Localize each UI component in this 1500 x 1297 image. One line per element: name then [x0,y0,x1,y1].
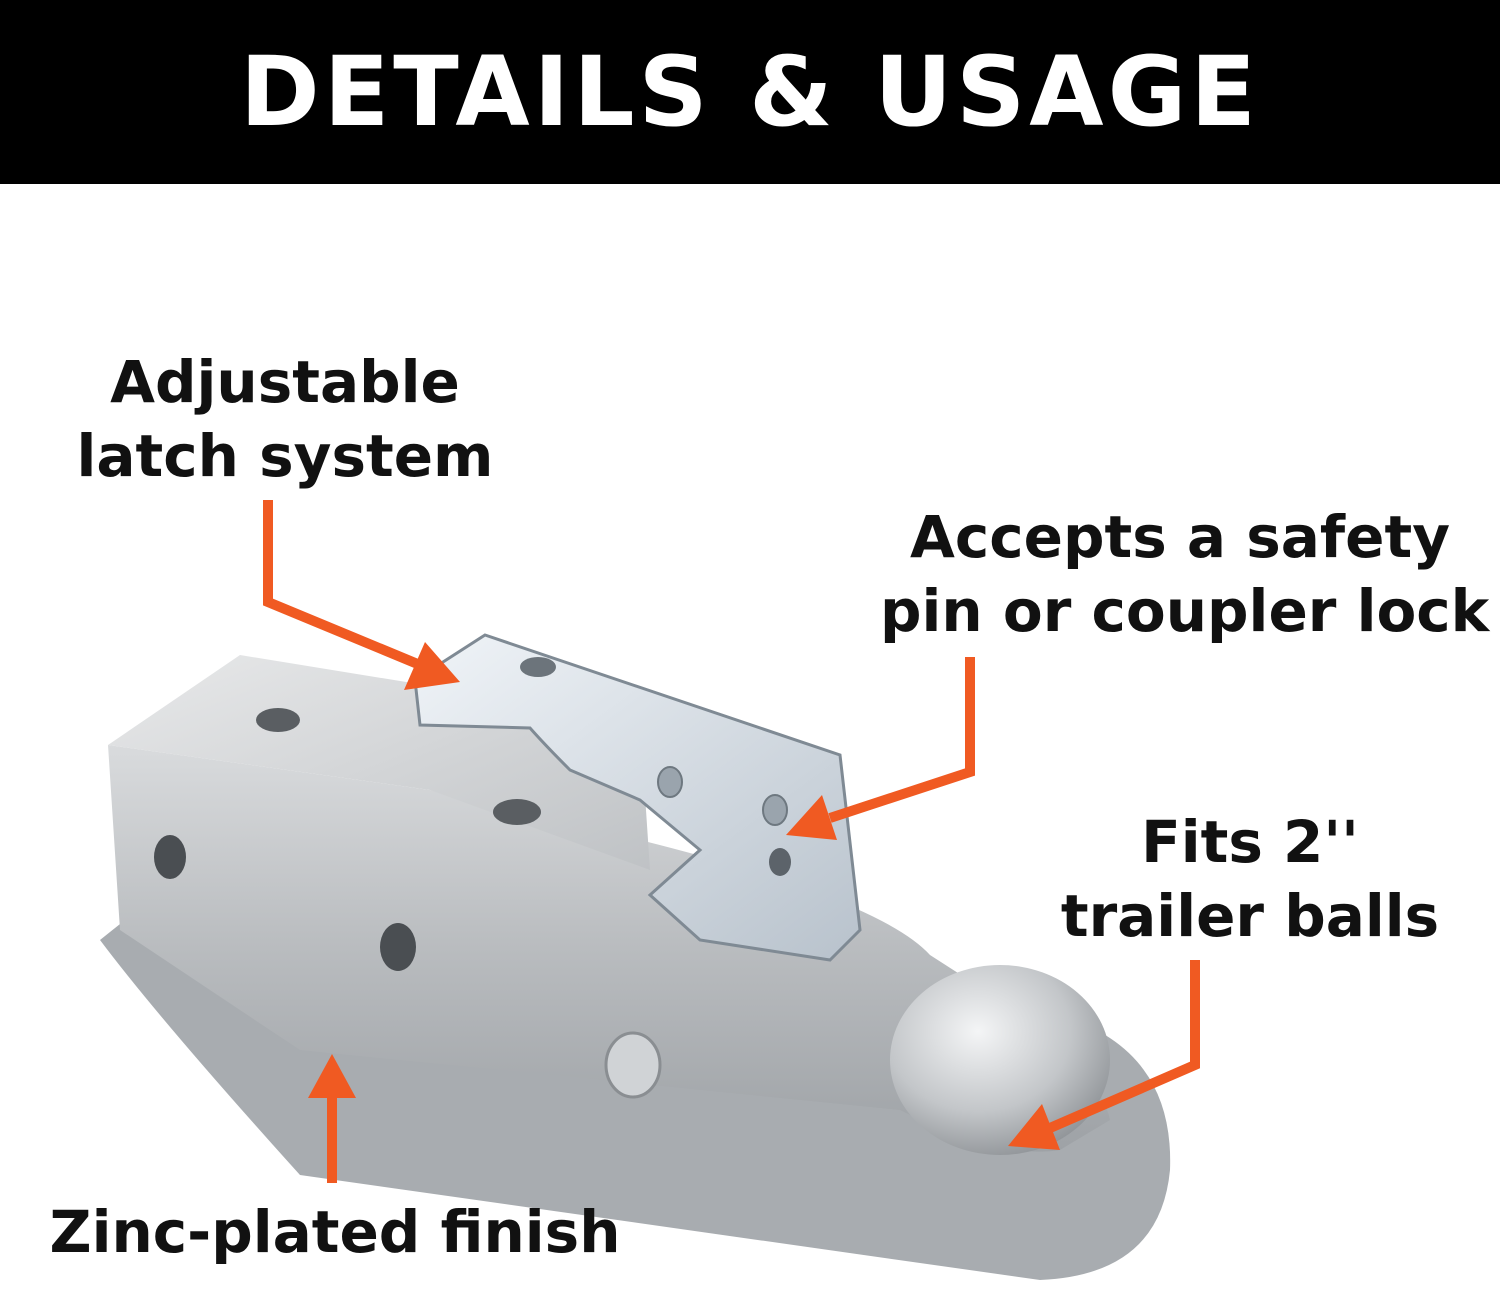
title-banner: DETAILS & USAGE [0,0,1500,184]
callout-lock-line1: Accepts a safety [909,503,1451,571]
callout-safety-pin: Accepts a safety pin or coupler lock [880,500,1490,648]
side-hole [380,923,416,971]
side-hole [154,835,186,879]
arrow-balls-head [1008,1104,1060,1150]
mounting-hole [256,708,300,732]
safety-pin-hole [769,848,791,876]
arrow-latch-head [404,642,460,690]
callout-zinc-finish: Zinc-plated finish [40,1195,630,1269]
latch-slot-hole [520,657,556,677]
callout-latch-line1: Adjustable [110,348,460,416]
callout-balls-line2: trailer balls [1060,882,1440,950]
arrow-lock [828,657,975,823]
arrow-finish-head [308,1054,356,1098]
callout-balls-line1: Fits 2'' [1141,808,1359,876]
mounting-hole [493,799,541,825]
latch-lever [413,633,862,962]
arrow-balls [1048,960,1200,1133]
arrow-latch [263,500,422,670]
ball-socket-dome [890,965,1110,1155]
callout-trailer-balls: Fits 2'' trailer balls [1045,805,1455,953]
callout-finish-line1: Zinc-plated finish [49,1198,621,1266]
arrow-lock-head [786,795,837,840]
callout-adjustable-latch: Adjustable latch system [70,345,500,493]
latch-rivet [762,794,788,826]
bolt-head [604,1031,662,1099]
coupler-body-side [108,745,1110,1152]
latch-rivet [657,766,683,798]
callout-lock-line2: pin or coupler lock [880,577,1490,645]
callout-latch-line2: latch system [76,422,494,490]
page-title: DETAILS & USAGE [240,36,1260,148]
